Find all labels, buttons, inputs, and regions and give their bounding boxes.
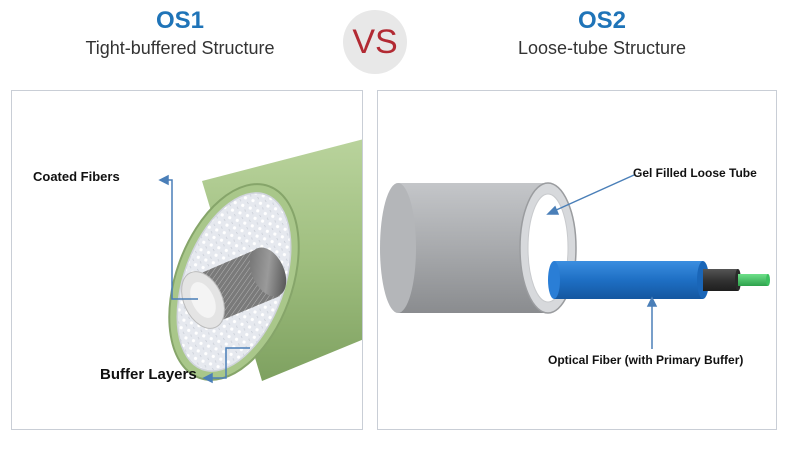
vs-text: VS (352, 22, 398, 61)
tight-buffered-panel: Coated Fibers Buffer Layers (11, 90, 363, 430)
buffer-layers-label: Buffer Layers (100, 366, 197, 383)
coated-fibers-label: Coated Fibers (33, 169, 120, 184)
coated-fiber-core (181, 247, 287, 329)
gel-tube-leader (546, 174, 635, 215)
buffer-layers-leader (202, 347, 250, 384)
coated-fibers-leader (158, 174, 198, 300)
optical-fiber (548, 261, 770, 299)
os1-subtitle: Tight-buffered Structure (85, 38, 275, 58)
os2-subtitle: Loose-tube Structure (517, 38, 687, 58)
loose-tube-panel: Gel Filled Loose Tube Optical Fiber (wit… (377, 90, 777, 430)
gel-filled-loose-tube (380, 182, 577, 314)
gel-tube-label: Gel Filled Loose Tube (633, 166, 757, 180)
os1-heading: OS1 Tight-buffered Structure (30, 6, 330, 60)
optical-fiber-leader (646, 296, 658, 349)
vs-badge: VS (343, 10, 407, 74)
loose-tube-cable-illustration (380, 174, 770, 349)
os2-title: OS2 (577, 7, 627, 34)
os1-title: OS1 (155, 7, 205, 34)
tight-buffered-cable-illustration (158, 139, 362, 384)
optical-fiber-label: Optical Fiber (with Primary Buffer) (548, 353, 744, 367)
os2-heading: OS2 Loose-tube Structure (452, 6, 752, 60)
